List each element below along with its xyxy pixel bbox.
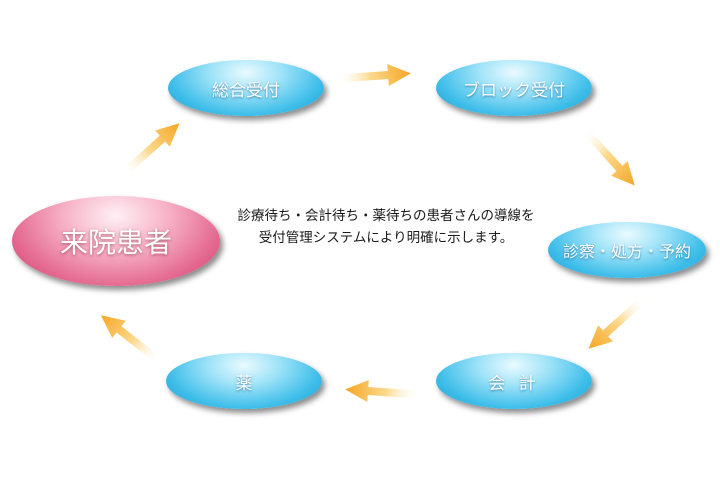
pharmacy-node: 薬: [166, 353, 322, 409]
arrow-pharmacy-to-patient-icon: [93, 305, 168, 371]
general-reception-node: 総合受付: [168, 60, 324, 116]
payment-node: 会 計: [436, 353, 592, 409]
arrow-patient-to-reception-icon: [116, 114, 189, 183]
arrow-block-to-exam-icon: [576, 122, 645, 195]
arrow-exam-to-payment-icon: [580, 290, 653, 359]
flow-description: 診療待ち・会計待ち・薬待ちの患者さんの導線を 受付管理システムにより明確に示しま…: [206, 205, 566, 249]
exam-label: 診察・処方・予約: [562, 242, 691, 261]
patient-node: 来院患者: [12, 196, 220, 286]
arrow-payment-to-pharmacy-icon: [343, 377, 421, 406]
arrow-reception-to-block-icon: [335, 61, 412, 90]
pharmacy-label: 薬: [235, 373, 253, 394]
description-line-2: 受付管理システムにより明確に示します。: [258, 230, 514, 246]
payment-label: 会 計: [488, 373, 540, 394]
block-reception-label: ブロック受付: [463, 80, 565, 101]
exam-node: 診察・処方・予約: [548, 222, 706, 278]
block-reception-node: ブロック受付: [436, 60, 592, 116]
general-reception-label: 総合受付: [212, 80, 280, 101]
description-line-1: 診療待ち・会計待ち・薬待ちの患者さんの導線を: [237, 208, 535, 224]
patient-label: 来院患者: [59, 226, 172, 259]
